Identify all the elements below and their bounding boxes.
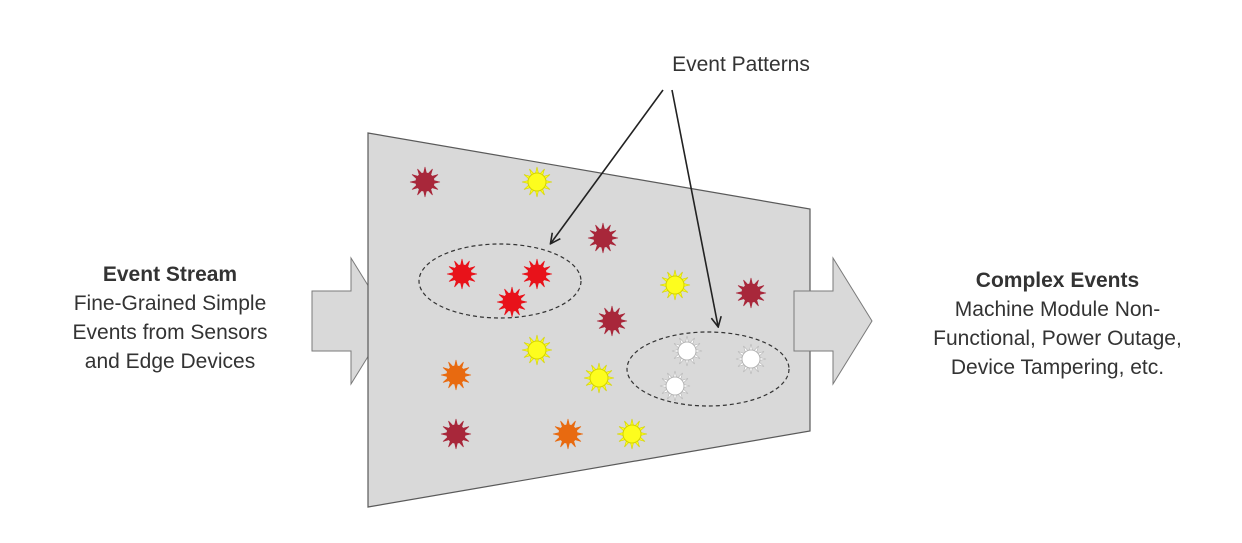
red-event-marker: [496, 286, 528, 318]
complex-events-desc-line: Functional, Power Outage,: [933, 327, 1182, 350]
red-event-marker: [446, 258, 478, 290]
white-event-marker: [735, 343, 767, 375]
complex-events-desc-line: Machine Module Non-: [954, 298, 1161, 321]
yellow-event-marker: [583, 362, 615, 394]
dark-red-event-marker: [735, 277, 767, 309]
yellow-event-marker: [659, 269, 691, 301]
white-event-marker: [659, 370, 691, 402]
yellow-event-marker: [521, 334, 553, 366]
event-stream-label: Event Stream Fine-Grained Simple Events …: [40, 260, 300, 376]
pattern-pointer-arrow-left: [551, 89, 664, 243]
complex-events-label: Complex Events Machine Module Non- Funct…: [905, 266, 1210, 382]
white-event-pattern-ellipse: [626, 331, 790, 407]
red-event-marker: [521, 258, 553, 290]
event-patterns-label: Event Patterns: [672, 53, 810, 76]
red-event-pattern-ellipse: [418, 243, 582, 319]
event-stream-desc-line: Events from Sensors: [72, 321, 268, 344]
orange-event-marker: [440, 359, 472, 391]
event-processing-funnel: [367, 132, 811, 508]
dark-red-event-marker: [587, 222, 619, 254]
event-stream-desc-line: and Edge Devices: [84, 350, 256, 373]
event-markers: [409, 166, 767, 450]
complex-events-title: Complex Events: [975, 269, 1140, 292]
orange-event-marker: [552, 418, 584, 450]
yellow-event-marker: [616, 418, 648, 450]
event-stream-desc-line: Fine-Grained Simple: [73, 292, 267, 315]
dark-red-event-marker: [596, 305, 628, 337]
white-event-marker: [671, 335, 703, 367]
yellow-event-marker: [521, 166, 553, 198]
pattern-pointer-arrow-right: [671, 89, 718, 326]
event-stream-title: Event Stream: [102, 263, 238, 286]
complex-events-output-arrow: [793, 256, 873, 386]
dark-red-event-marker: [409, 166, 441, 198]
dark-red-event-marker: [440, 418, 472, 450]
complex-events-desc-line: Device Tampering, etc.: [950, 356, 1165, 379]
